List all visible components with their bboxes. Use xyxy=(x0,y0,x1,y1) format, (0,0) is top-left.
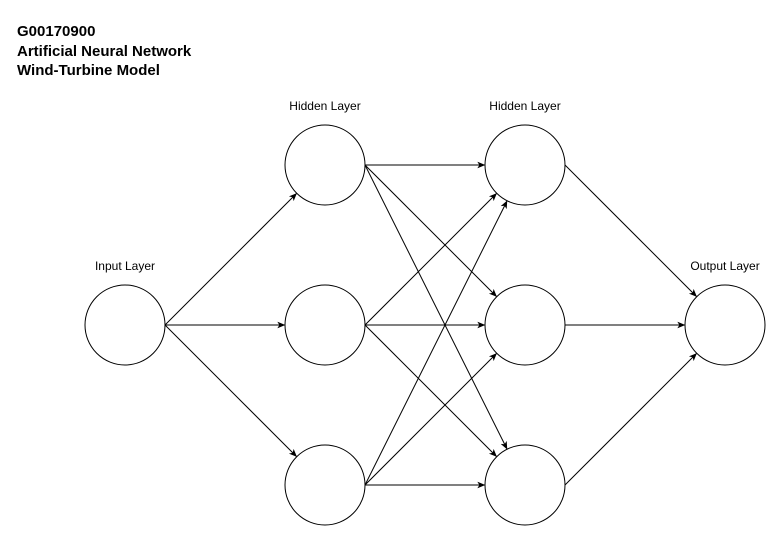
edge-hidden1-1-to-hidden2-2 xyxy=(364,164,497,297)
output-layer-label: Output Layer xyxy=(690,259,760,273)
edge-input-1-to-hidden1-1 xyxy=(164,193,297,326)
hidden1-node-1 xyxy=(284,124,366,206)
edge-hidden1-2-to-hidden2-3 xyxy=(364,324,497,457)
title-line-2: Wind-Turbine Model xyxy=(17,62,160,79)
hidden-layer-1-label: Hidden Layer xyxy=(289,99,361,113)
title-id: G00170900 xyxy=(17,23,96,40)
connections xyxy=(164,161,697,489)
edge-hidden1-3-to-hidden2-2 xyxy=(364,353,497,486)
hidden2-node-1 xyxy=(484,124,566,206)
hidden2-node-3 xyxy=(484,444,566,526)
edge-input-1-to-hidden1-3 xyxy=(164,324,297,457)
edge-hidden1-2-to-hidden2-1 xyxy=(364,193,497,326)
hidden1-node-3 xyxy=(284,444,366,526)
edge-hidden1-1-to-hidden2-3 xyxy=(364,164,508,450)
title-line-1: Artificial Neural Network xyxy=(17,42,192,60)
nodes xyxy=(84,124,766,526)
edge-hidden2-3-to-output-1 xyxy=(564,353,697,486)
hidden1-node-2 xyxy=(284,284,366,366)
hidden-layer-2-label: Hidden Layer xyxy=(489,99,561,113)
edge-hidden2-1-to-output-1 xyxy=(564,164,697,297)
input-node-1 xyxy=(84,284,166,366)
diagram-title: G00170900 Artificial Neural Network Wind… xyxy=(17,22,191,81)
hidden2-node-2 xyxy=(484,284,566,366)
input-layer-label: Input Layer xyxy=(94,259,156,273)
edge-hidden1-3-to-hidden2-1 xyxy=(364,200,508,486)
output-node-1 xyxy=(684,284,766,366)
